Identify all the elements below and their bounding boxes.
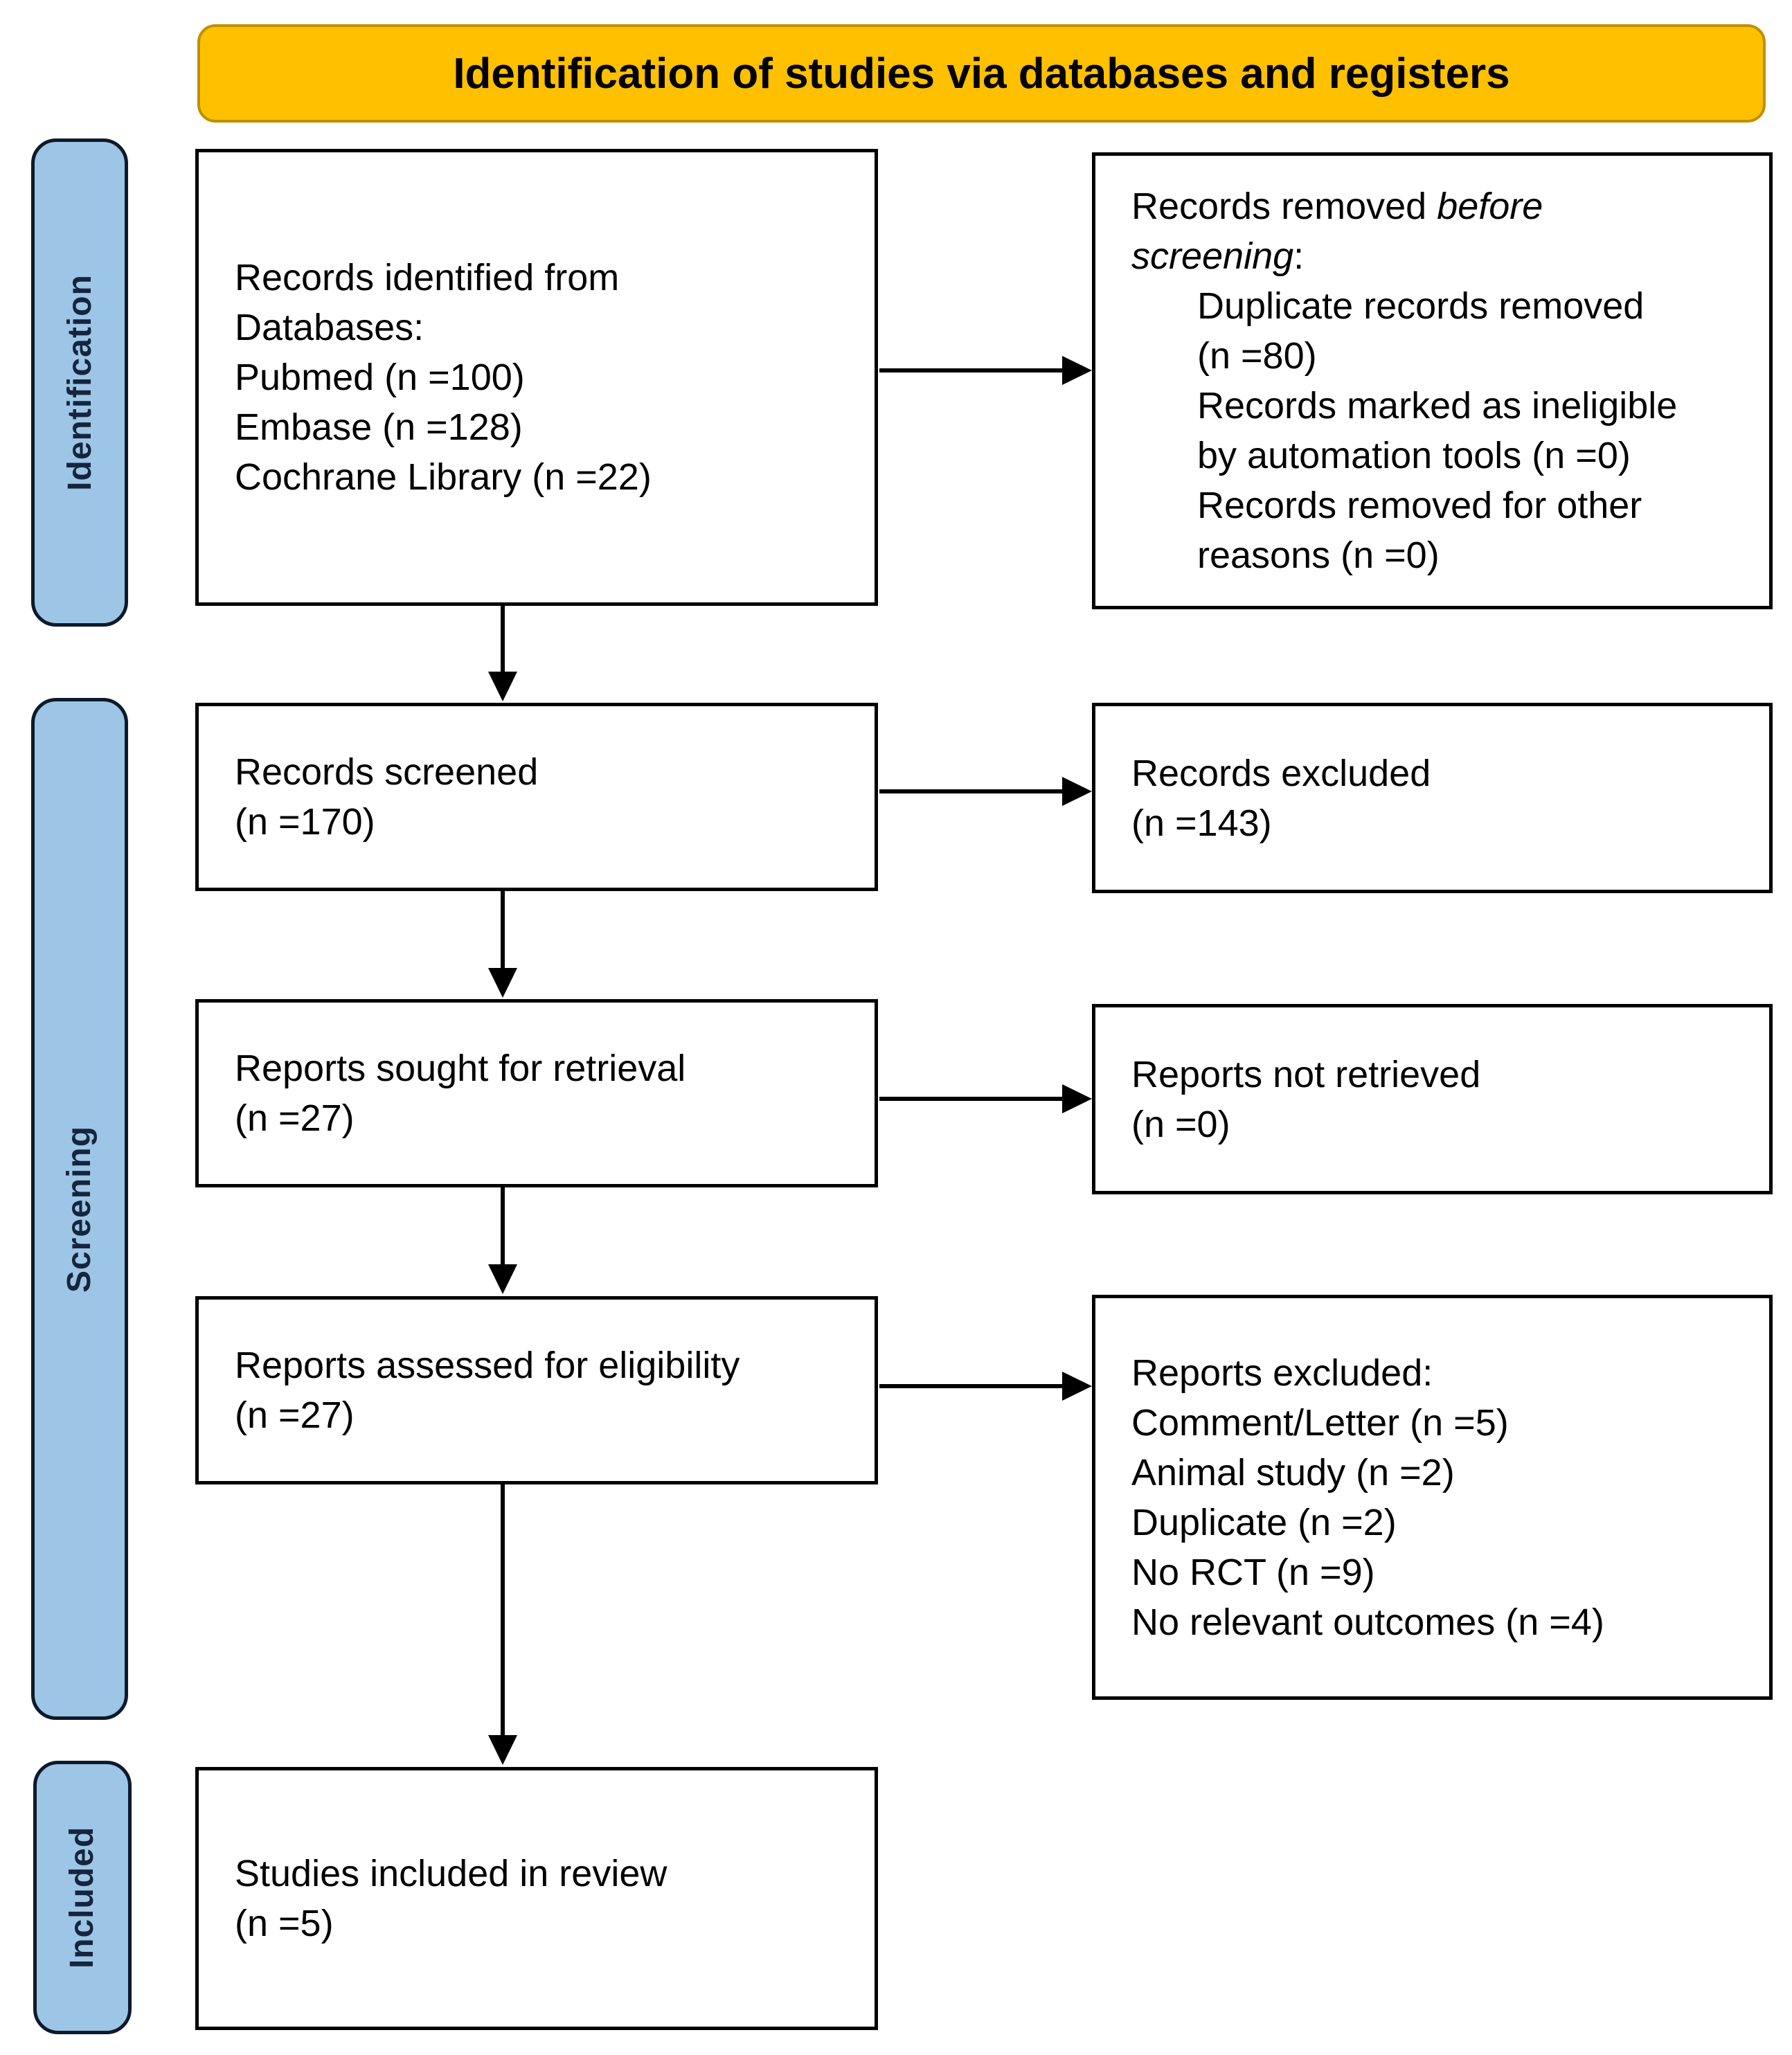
box-text-line: Cochrane Library (n =22) [235,456,652,498]
box-text-line: reasons (n =0) [1197,535,1440,576]
box-text-line: (n =143) [1131,802,1272,844]
box-text-line: Studies included in review [235,1853,667,1894]
box-records-removed: Records removed before screening: Duplic… [1092,152,1773,609]
box-records-identified: Records identified from Databases: Pubme… [195,149,878,606]
box-text-fragment: Records removed [1131,186,1437,227]
box-reports-not-retrieved: Reports not retrieved (n =0) [1092,1004,1773,1194]
box-text-line: (n =27) [235,1394,355,1436]
box-text-line: Reports assessed for eligibility [235,1345,740,1386]
stage-screening-label: Screening [61,1125,98,1293]
stage-included: Included [33,1761,132,2034]
box-text-line: screening: [1131,231,1757,281]
box-text-line: Records screened [235,751,539,793]
banner-title: Identification of studies via databases … [197,24,1766,123]
box-text-line: Databases: [235,307,424,348]
box-text-fragment-italic: screening [1131,235,1294,277]
box-reports-sought: Reports sought for retrieval (n =27) [195,999,878,1187]
box-text-fragment: : [1293,235,1305,277]
box-text-line: Records removed before [1131,181,1757,231]
box-text-line: Pubmed (n =100) [235,357,525,398]
box-text-line: (n =0) [1131,1103,1230,1145]
arrow-screened-to-sought [488,891,517,998]
arrow-identified-to-removed [879,356,1092,385]
box-text-line: Embase (n =128) [235,406,523,448]
banner-title-text: Identification of studies via databases … [453,49,1510,98]
arrow-assessed-to-included [488,1484,517,1765]
box-text-line: (n =5) [235,1903,334,1944]
stage-identification: Identification [31,138,128,627]
stage-identification-label: Identification [61,274,98,491]
box-text-line: (n =170) [235,801,375,843]
box-records-excluded: Records excluded (n =143) [1092,703,1773,893]
box-studies-included: Studies included in review (n =5) [195,1767,878,2030]
box-text-line: Duplicate (n =2) [1131,1501,1397,1543]
box-text-line: by automation tools (n =0) [1197,435,1631,476]
box-text-line: Reports sought for retrieval [235,1048,686,1089]
box-text-fragment-italic: before [1437,186,1543,227]
arrow-screened-to-excluded [879,777,1092,806]
box-text-line: Animal study (n =2) [1131,1451,1455,1493]
box-text-line: Reports not retrieved [1131,1053,1481,1095]
box-text-line: (n =80) [1197,335,1317,377]
arrow-assessed-to-reports-excluded [879,1372,1092,1401]
box-text-line: Duplicate records removed [1197,285,1645,327]
box-reports-excluded: Reports excluded: Comment/Letter (n =5) … [1092,1295,1773,1700]
box-records-screened: Records screened (n =170) [195,703,878,891]
box-text-line: Comment/Letter (n =5) [1131,1401,1509,1444]
stage-included-label: Included [64,1826,101,1969]
stage-screening: Screening [31,698,128,1720]
box-text-line: No relevant outcomes (n =4) [1131,1601,1604,1643]
arrow-identified-to-screened [488,606,517,701]
arrow-sought-to-not-retrieved [879,1084,1092,1113]
box-text-line: Records excluded [1131,752,1431,794]
box-text-line: No RCT (n =9) [1131,1551,1375,1593]
box-text-line: (n =27) [235,1097,355,1139]
box-text-line: Records identified from [235,257,620,298]
box-text-line: Records marked as ineligible [1197,385,1678,427]
arrow-sought-to-assessed [488,1187,517,1294]
box-reports-assessed: Reports assessed for eligibility (n =27) [195,1296,878,1484]
box-text-line: Reports excluded: [1131,1352,1433,1394]
box-text-line: Records removed for other [1197,485,1642,526]
